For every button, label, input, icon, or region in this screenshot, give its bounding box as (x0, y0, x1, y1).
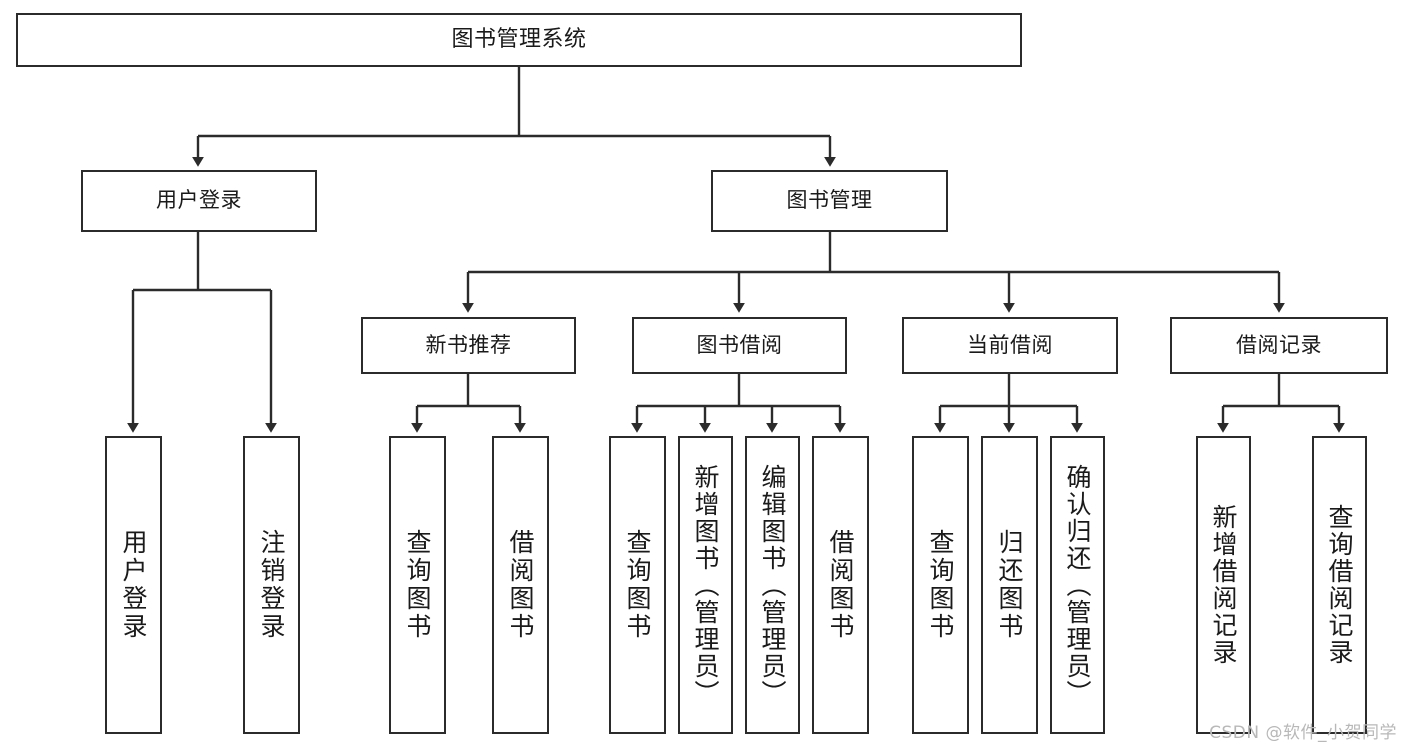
node-leaf-query-book-2-label: 查询图书 (623, 529, 652, 641)
node-leaf-confirm-return-label: 确认归还（管理员） (1063, 463, 1092, 707)
node-leaf-query-record-label: 查询借阅记录 (1325, 504, 1354, 666)
node-leaf-borrow-book-1-label: 借阅图书 (506, 529, 535, 641)
node-new-book-recommend[interactable]: 新书推荐 (361, 317, 576, 374)
node-leaf-borrow-book-2-label: 借阅图书 (826, 529, 855, 641)
node-borrow-record-label: 借阅记录 (1236, 332, 1322, 357)
node-book-borrow-label: 图书借阅 (696, 332, 783, 357)
node-book-management[interactable]: 图书管理 (711, 170, 948, 232)
node-current-borrow[interactable]: 当前借阅 (902, 317, 1118, 374)
node-leaf-user-login[interactable]: 用户登录 (105, 436, 162, 734)
node-root-label: 图书管理系统 (451, 26, 587, 52)
node-leaf-confirm-return[interactable]: 确认归还（管理员） (1050, 436, 1105, 734)
node-user-login[interactable]: 用户登录 (81, 170, 317, 232)
node-leaf-borrow-book-2[interactable]: 借阅图书 (812, 436, 869, 734)
node-user-login-label: 用户登录 (156, 188, 242, 213)
node-leaf-add-book-label: 新增图书（管理员） (691, 463, 720, 707)
node-leaf-borrow-book-1[interactable]: 借阅图书 (492, 436, 549, 734)
node-leaf-add-record[interactable]: 新增借阅记录 (1196, 436, 1251, 734)
node-leaf-edit-book-label: 编辑图书（管理员） (758, 463, 787, 707)
node-current-borrow-label: 当前借阅 (967, 332, 1053, 357)
node-leaf-add-record-label: 新增借阅记录 (1209, 504, 1238, 666)
node-leaf-user-login-label: 用户登录 (119, 529, 148, 641)
node-leaf-logout-login[interactable]: 注销登录 (243, 436, 300, 734)
node-leaf-query-book-2[interactable]: 查询图书 (609, 436, 666, 734)
node-root[interactable]: 图书管理系统 (16, 13, 1022, 67)
node-leaf-query-book-1-label: 查询图书 (403, 529, 432, 641)
csdn-watermark: CSDN @软件_小贺同学 (1209, 723, 1397, 743)
node-leaf-query-record[interactable]: 查询借阅记录 (1312, 436, 1367, 734)
node-book-management-label: 图书管理 (786, 188, 873, 213)
node-leaf-query-book-3[interactable]: 查询图书 (912, 436, 969, 734)
node-leaf-query-book-3-label: 查询图书 (926, 529, 955, 641)
node-leaf-edit-book[interactable]: 编辑图书（管理员） (745, 436, 800, 734)
node-leaf-add-book[interactable]: 新增图书（管理员） (678, 436, 733, 734)
node-new-book-recommend-label: 新书推荐 (425, 332, 512, 357)
node-leaf-return-book[interactable]: 归还图书 (981, 436, 1038, 734)
node-leaf-logout-login-label: 注销登录 (257, 529, 286, 641)
node-book-borrow[interactable]: 图书借阅 (632, 317, 847, 374)
node-borrow-record[interactable]: 借阅记录 (1170, 317, 1388, 374)
node-leaf-return-book-label: 归还图书 (995, 529, 1024, 641)
node-leaf-query-book-1[interactable]: 查询图书 (389, 436, 446, 734)
